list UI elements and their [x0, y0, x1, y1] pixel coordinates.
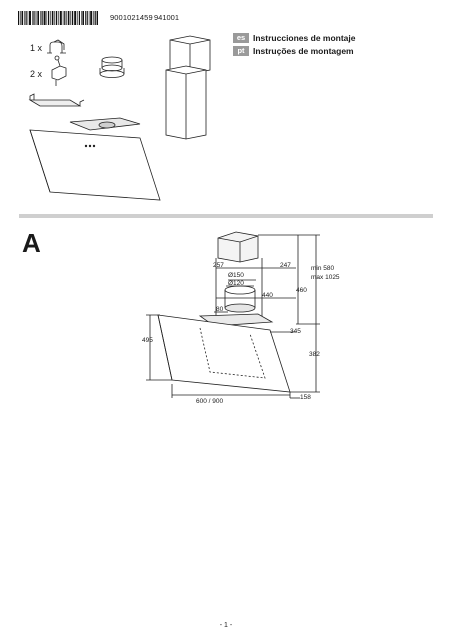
dimension-drawing: 257 247 Ø150 Ø120 min 580 max 1025 460 4… — [142, 231, 340, 405]
hood-canopy-icon — [29, 117, 161, 201]
dim-collar-height: 80 — [216, 306, 224, 313]
dim-chimney-height: 460 — [296, 287, 307, 294]
section-letter: A — [22, 228, 41, 258]
dim-duct-large: Ø150 — [228, 272, 244, 279]
chimney-cover-icon — [165, 35, 211, 140]
dim-duct-small: Ø120 — [228, 280, 244, 287]
bracket-part-icon — [47, 39, 66, 54]
duct-adapter-icon — [99, 56, 125, 78]
page-number: - 1 - — [219, 622, 233, 629]
dim-outlet-offset: 440 — [262, 292, 273, 299]
dim-chimney-width: 247 — [280, 262, 291, 269]
dim-chimney-depth: 257 — [213, 262, 224, 269]
dim-canopy-side: 495 — [142, 337, 153, 344]
parts-illustration — [28, 35, 211, 201]
section-divider — [19, 214, 433, 218]
dim-depth-bottom: 158 — [300, 394, 311, 401]
mounting-plate-icon — [28, 93, 85, 107]
language-row-pt: pt Instruções de montagem — [233, 45, 354, 56]
canopy-outline — [157, 314, 291, 393]
barcode — [18, 11, 98, 25]
language-row-es: es Instrucciones de montaje — [233, 32, 356, 43]
chimney-lower — [215, 258, 263, 322]
dim-canopy-front: 382 — [309, 351, 320, 358]
document-number: 9001021459 — [110, 13, 153, 22]
screw-clamp-icon — [51, 55, 67, 86]
dim-canopy-depth: 345 — [290, 328, 301, 335]
language-title-es: Instrucciones de montaje — [253, 32, 356, 43]
screw-clamp-quantity: 2 x — [30, 69, 43, 79]
document-code: 941001 — [154, 13, 180, 22]
language-badge-es: es — [233, 32, 249, 43]
dim-width: 600 / 900 — [196, 398, 223, 405]
chimney-outline — [217, 231, 259, 263]
bracket-quantity: 1 x — [30, 43, 43, 53]
language-title-pt: Instruções de montagem — [253, 45, 354, 56]
dim-height-min: min 580 — [311, 265, 335, 272]
dim-height-max: max 1025 — [311, 274, 340, 281]
language-badge-pt: pt — [233, 45, 249, 56]
duct-top — [224, 285, 256, 295]
